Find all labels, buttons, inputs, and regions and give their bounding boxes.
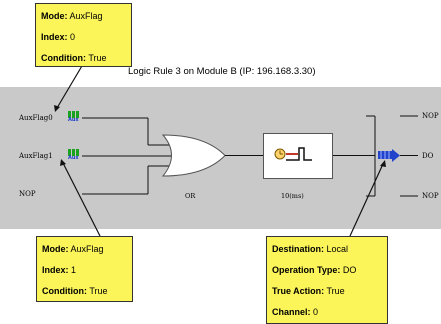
callout-value: 1 bbox=[71, 265, 77, 275]
aux-flag-icon[interactable]: Aux bbox=[68, 149, 82, 161]
callout-value: True bbox=[326, 286, 345, 296]
aux-icon-text: Aux bbox=[68, 155, 79, 161]
callout-value: Local bbox=[326, 244, 349, 254]
callout-output-do: Destination: Local Operation Type: DO Tr… bbox=[266, 236, 388, 324]
callout-key: Condition: bbox=[42, 286, 87, 296]
callout-key: Index: bbox=[42, 265, 69, 275]
callout-key: Mode: bbox=[42, 244, 69, 254]
callout-value: 0 bbox=[70, 32, 76, 42]
callout-key: True Action: bbox=[272, 286, 325, 296]
callout-key: Mode: bbox=[41, 11, 68, 21]
output-label-nop-top: NOP bbox=[422, 112, 439, 120]
input-label-nop: NOP bbox=[19, 190, 36, 198]
digital-output-icon bbox=[378, 149, 400, 162]
diagram-title: Logic Rule 3 on Module B (IP: 196.168.3.… bbox=[128, 66, 316, 77]
output-label-do: DO bbox=[422, 152, 434, 160]
timer-pulse-icon bbox=[274, 147, 312, 161]
input-label-auxflag0: AuxFlag0 bbox=[19, 114, 53, 122]
input-label-auxflag1: AuxFlag1 bbox=[19, 152, 53, 160]
timer-label: 10(ms) bbox=[281, 192, 304, 200]
callout-value: True bbox=[89, 286, 108, 296]
callout-key: Index: bbox=[41, 32, 68, 42]
gate-label: OR bbox=[185, 192, 196, 200]
aux-icon-text: Aux bbox=[68, 117, 79, 123]
output-label-nop-bottom: NOP bbox=[422, 192, 439, 200]
callout-value: AuxFlag bbox=[69, 11, 103, 21]
callout-key: Condition: bbox=[41, 53, 86, 63]
callout-value: 0 bbox=[313, 307, 319, 317]
callout-input-auxflag1: Mode: AuxFlag Index: 1 Condition: True bbox=[36, 236, 133, 302]
callout-key: Channel: bbox=[272, 307, 311, 317]
or-gate bbox=[161, 134, 226, 177]
callout-key: Destination: bbox=[272, 244, 325, 254]
callout-value: DO bbox=[342, 265, 357, 275]
callout-value: True bbox=[88, 53, 107, 63]
timer-block[interactable] bbox=[263, 133, 333, 179]
callout-value: AuxFlag bbox=[70, 244, 104, 254]
aux-flag-icon[interactable]: Aux bbox=[68, 111, 82, 123]
callout-key: Operation Type: bbox=[272, 265, 341, 275]
callout-input-auxflag0: Mode: AuxFlag Index: 0 Condition: True bbox=[35, 3, 132, 67]
